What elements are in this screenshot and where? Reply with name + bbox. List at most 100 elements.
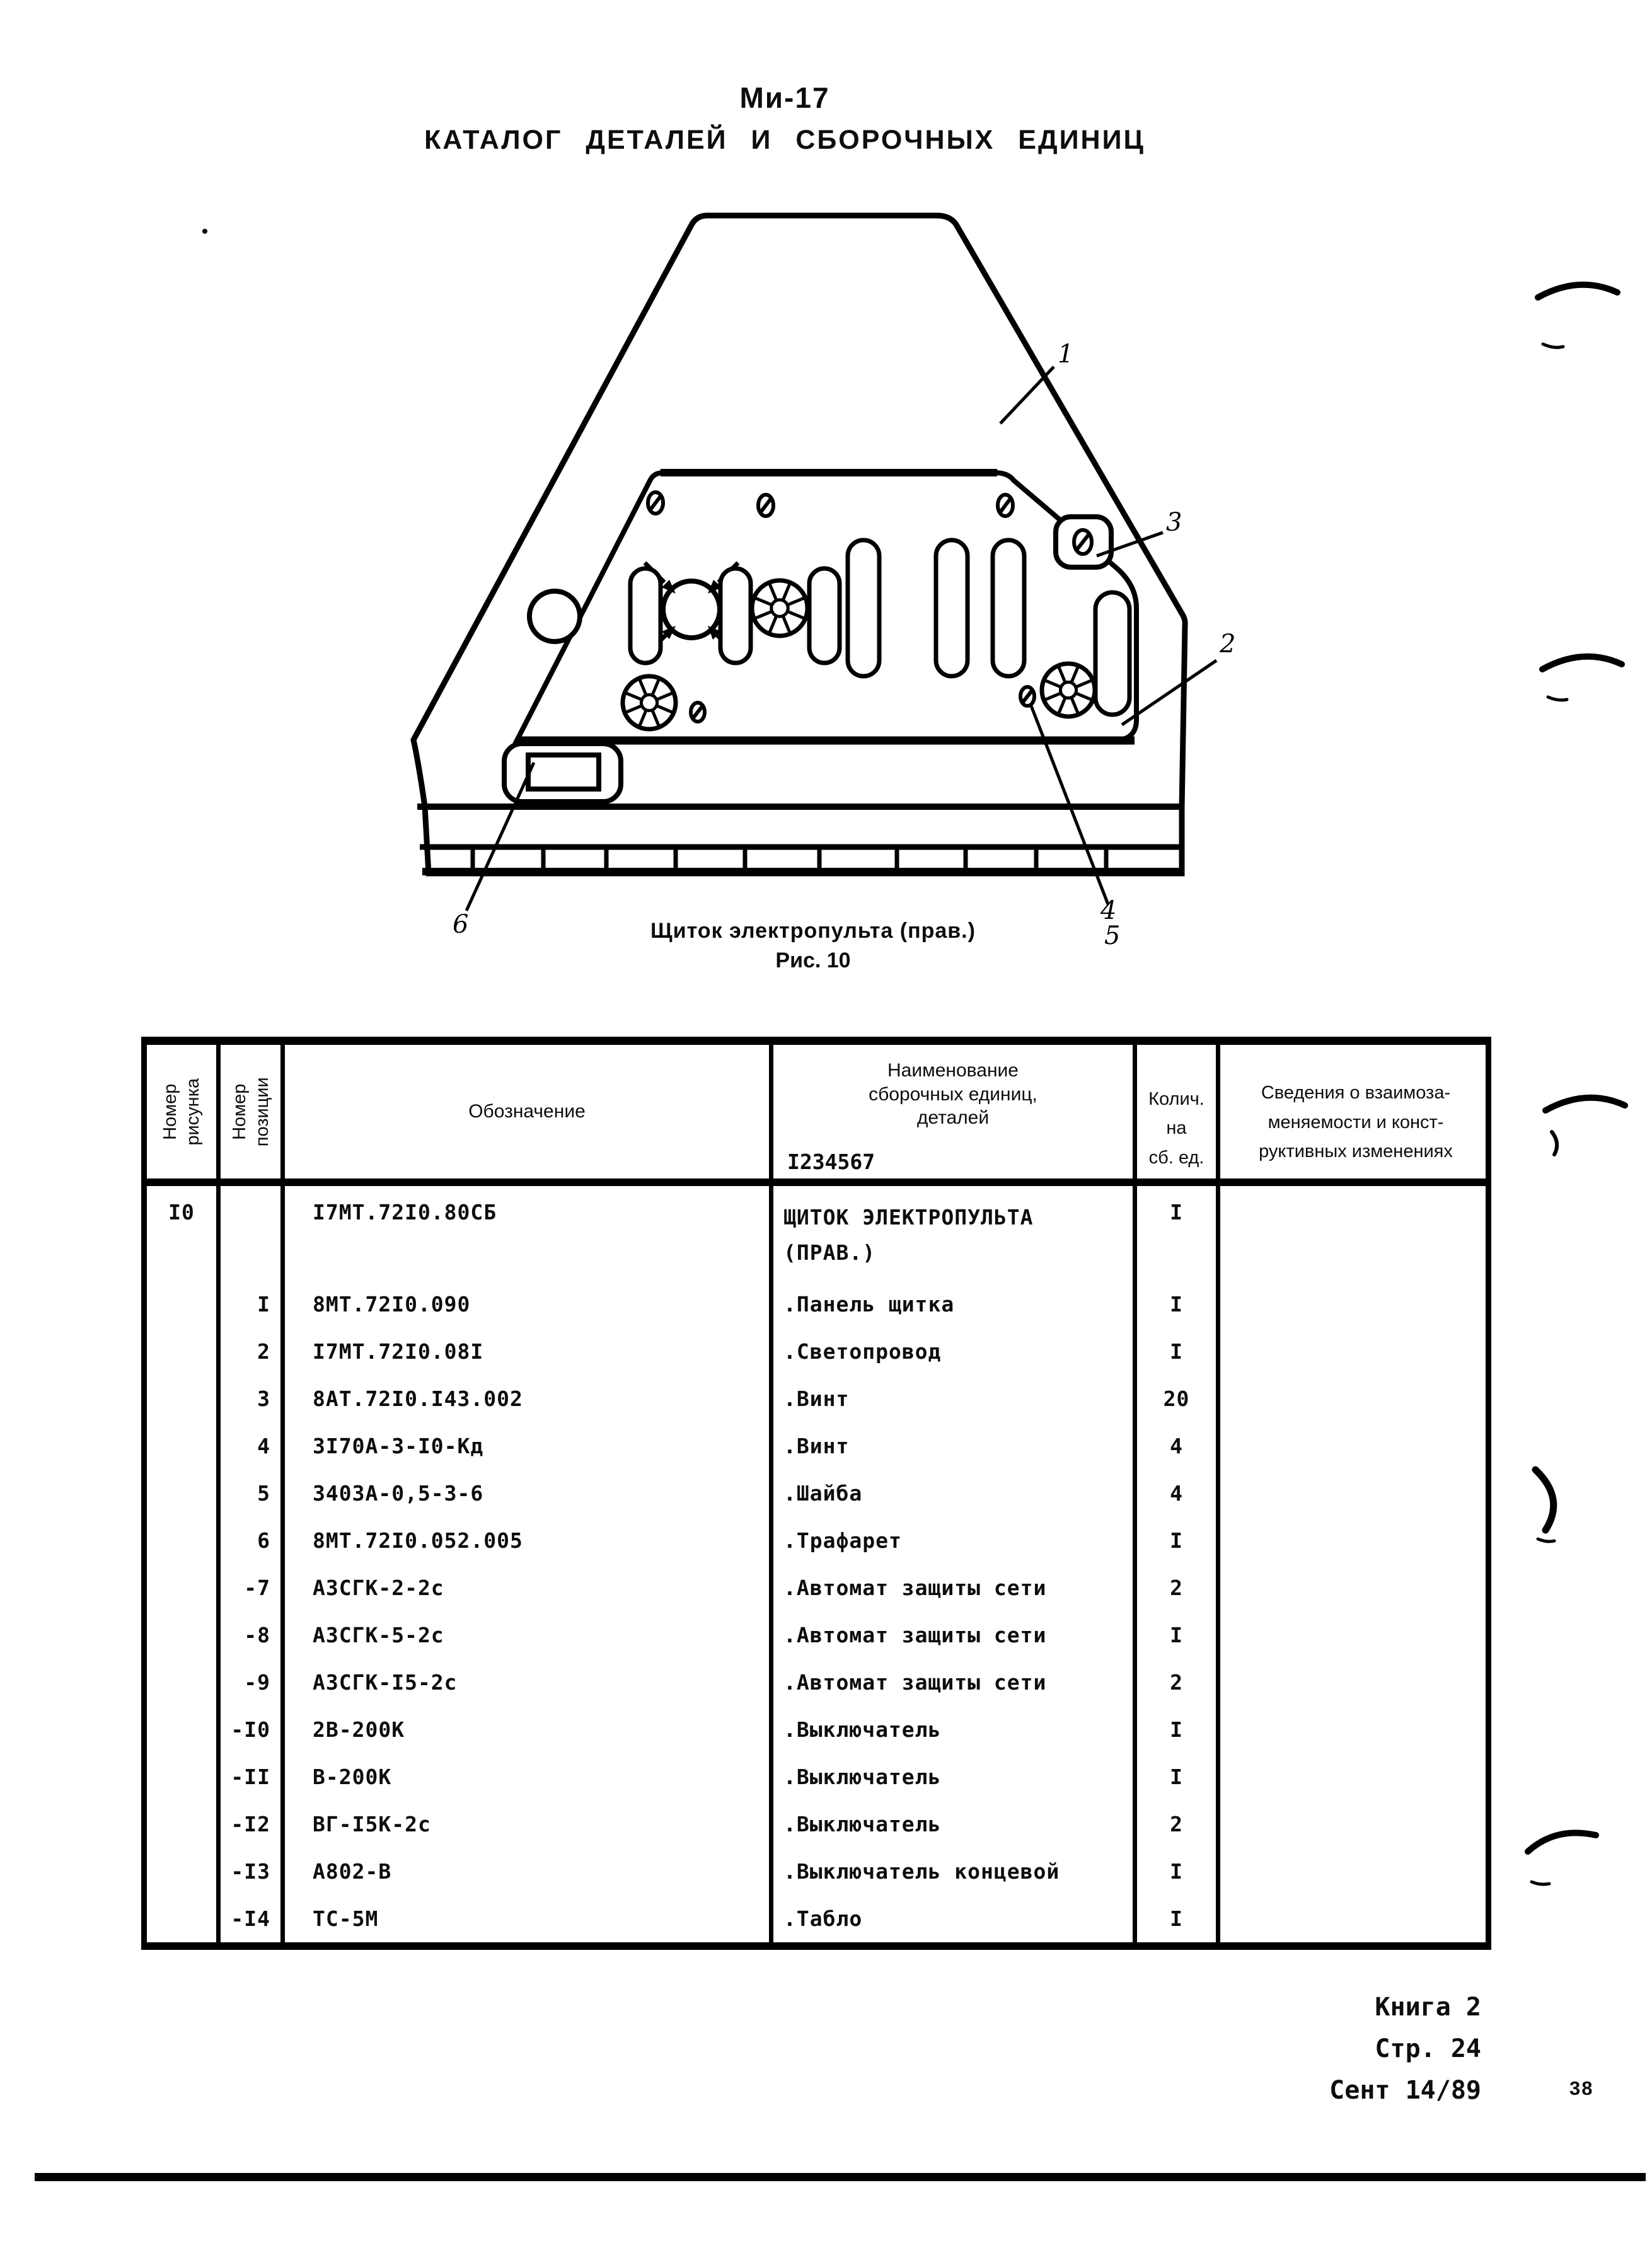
cell-figure-number: I0 <box>147 1186 221 1281</box>
table-row: -I4 ТС-5М .Табло I <box>147 1895 1486 1942</box>
cell-position-number: -7 <box>221 1564 285 1611</box>
cell-position-number: -I0 <box>221 1706 285 1753</box>
table-row: I0 I7МТ.72I0.80СБ ЩИТОК ЭЛЕКТРОПУЛЬТА(ПР… <box>147 1186 1486 1281</box>
cell-quantity: I <box>1137 1517 1220 1564</box>
cell-designation: 2В-200К <box>285 1706 773 1753</box>
cell-name: .Винт <box>773 1375 1137 1422</box>
top-screw-icon <box>646 490 665 516</box>
callout-4: 4 <box>1100 896 1116 925</box>
cell-quantity: I <box>1137 1753 1220 1801</box>
cell-position-number: -9 <box>221 1659 285 1706</box>
table-row: -I0 2В-200К .Выключатель I <box>147 1706 1486 1753</box>
cell-position-number: 6 <box>221 1517 285 1564</box>
cell-designation: I7МТ.72I0.80СБ <box>285 1186 773 1281</box>
table-row: -8 АЗСГК-5-2с .Автомат защиты сети I <box>147 1611 1486 1659</box>
cell-figure-number <box>147 1895 221 1942</box>
cell-figure-number <box>147 1659 221 1706</box>
top-screw-icon <box>996 493 1015 518</box>
cell-name: ЩИТОК ЭЛЕКТРОПУЛЬТА(ПРАВ.) <box>773 1186 1137 1281</box>
cell-quantity: I <box>1137 1328 1220 1375</box>
footer-page: Стр. 24 <box>1375 2034 1481 2063</box>
cell-name: .Панель щитка <box>773 1281 1137 1328</box>
cell-name: .Выключатель <box>773 1706 1137 1753</box>
figure-caption: Щиток электропульта (прав.) <box>650 919 976 943</box>
cell-position-number: 3 <box>221 1375 285 1422</box>
cell-quantity: I <box>1137 1611 1220 1659</box>
figure-caption-block: Щиток электропульта (прав.) Рис. 10 <box>183 919 1443 973</box>
model-title: Ми-17 <box>739 81 830 114</box>
cell-position-number: -I2 <box>221 1801 285 1848</box>
callout-leader-lines <box>465 366 1218 912</box>
callout-2: 2 <box>1219 630 1235 659</box>
cell-designation: I7МТ.72I0.08I <box>285 1328 773 1375</box>
cell-position-number: -I4 <box>221 1895 285 1942</box>
callout-5: 5 <box>1104 921 1120 945</box>
table-row: -I2 ВГ-I5К-2с .Выключатель 2 <box>147 1801 1486 1848</box>
cell-position-number: 5 <box>221 1470 285 1517</box>
cell-quantity: I <box>1137 1281 1220 1328</box>
table-row: -II В-200К .Выключатель I <box>147 1753 1486 1801</box>
bottom-rule <box>35 2173 1646 2181</box>
cell-name: .Светопровод <box>773 1328 1137 1375</box>
cell-quantity: 20 <box>1137 1375 1220 1422</box>
cell-designation: АЗСГК-5-2с <box>285 1611 773 1659</box>
cell-name: .Шайба <box>773 1470 1137 1517</box>
catalog-title: КАТАЛОГ ДЕТАЛЕЙ И СБОРОЧНЫХ ЕДИНИЦ <box>424 125 1145 155</box>
panel-screw-icon <box>1019 685 1036 708</box>
header-designation: Обозначение <box>285 1045 773 1178</box>
cell-name: .Выключатель <box>773 1801 1137 1848</box>
cell-quantity: 4 <box>1137 1422 1220 1470</box>
table-row: -7 АЗСГК-2-2с .Автомат защиты сети 2 <box>147 1564 1486 1611</box>
round-hole <box>527 589 582 644</box>
rosette-knob-icon <box>1039 661 1097 719</box>
table-row: -I3 А802-В .Выключатель концевой I <box>147 1848 1486 1895</box>
segmented-strip <box>470 849 1109 870</box>
cell-figure-number <box>147 1753 221 1801</box>
cell-name: .Выключатель концевой <box>773 1848 1137 1895</box>
header-quantity: Колич. на сб. ед. <box>1137 1045 1220 1178</box>
cell-quantity: 2 <box>1137 1659 1220 1706</box>
cell-position-number: 2 <box>221 1328 285 1375</box>
stray-dot <box>202 229 207 234</box>
header-notes: Сведения о взаимоза- меняемости и конст-… <box>1259 1082 1453 1162</box>
cell-figure-number <box>147 1517 221 1564</box>
cell-figure-number <box>147 1281 221 1328</box>
cell-designation: ВГ-I5К-2с <box>285 1801 773 1848</box>
footer-date: Сент 14/89 <box>1329 2076 1481 2105</box>
callout-6: 6 <box>453 910 468 939</box>
rosette-knob-icon <box>620 674 678 732</box>
title-block: Ми-17 КАТАЛОГ ДЕТАЛЕЙ И СБОРОЧНЫХ ЕДИНИЦ <box>154 81 1415 156</box>
panel-technical-drawing: 1 2 3 4 5 6 <box>410 212 1235 945</box>
cell-figure-number <box>147 1848 221 1895</box>
footer-block: Книга 2 Стр. 24 Сент 14/89 <box>914 1986 1481 2111</box>
cell-figure-number <box>147 1375 221 1422</box>
cell-figure-number <box>147 1611 221 1659</box>
table-row: 6 8МТ.72I0.052.005 .Трафарет I <box>147 1517 1486 1564</box>
callout-3: 3 <box>1166 508 1182 537</box>
footer-book: Книга 2 <box>1375 1993 1481 2022</box>
cell-designation: В-200К <box>285 1753 773 1801</box>
table-row: 4 3I70А-3-I0-Кд .Винт 4 <box>147 1422 1486 1470</box>
cell-position-number: -II <box>221 1753 285 1801</box>
header-name: Наименование сборочных единиц, деталей I… <box>773 1045 1137 1178</box>
cell-designation: АЗСГК-2-2с <box>285 1564 773 1611</box>
cell-position-number: -8 <box>221 1611 285 1659</box>
cell-quantity: 4 <box>1137 1470 1220 1517</box>
cell-position-number <box>221 1186 285 1281</box>
cell-quantity: 2 <box>1137 1801 1220 1848</box>
table-row: 5 3403А-0,5-3-6 .Шайба 4 <box>147 1470 1486 1517</box>
cell-position-number: I <box>221 1281 285 1328</box>
cell-name: .Автомат защиты сети <box>773 1611 1137 1659</box>
cell-figure-number <box>147 1422 221 1470</box>
table-row: I 8МТ.72I0.090 .Панель щитка I <box>147 1281 1486 1328</box>
cell-position-number: 4 <box>221 1422 285 1470</box>
figure-number: Рис. 10 <box>775 948 851 972</box>
cell-figure-number <box>147 1801 221 1848</box>
cell-name: .Трафарет <box>773 1517 1137 1564</box>
table-row: -9 АЗСГК-I5-2с .Автомат защиты сети 2 <box>147 1659 1486 1706</box>
cell-quantity: I <box>1137 1706 1220 1753</box>
